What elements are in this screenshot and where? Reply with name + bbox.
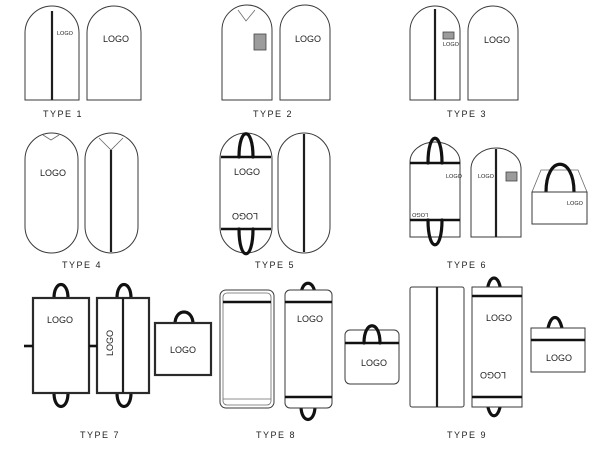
type7-folded-bag-handle [173, 310, 195, 326]
type3-back-bag [467, 5, 519, 101]
type5-top-handle [237, 132, 255, 159]
type8-front-logo: LOGO [297, 314, 323, 324]
type1-front-logo: LOGO [57, 31, 74, 37]
type3-logo-patch [442, 31, 455, 40]
type1-back-logo: LOGO [103, 34, 129, 44]
type8-open-bag-inner-border [222, 292, 272, 406]
type7-caption: TYPE 7 [80, 430, 120, 440]
type2-caption: TYPE 2 [253, 109, 293, 119]
type3-back-logo: LOGO [484, 35, 510, 45]
type2-v-neck-opening [237, 9, 256, 22]
type2-front-bag [221, 4, 273, 101]
type4-top-opening [42, 134, 60, 141]
type9-front-logo: LOGO [486, 313, 512, 323]
type9-group: LOGO LOGO LOGO TYPE 9 [409, 276, 586, 440]
type7-bag2-logo: LOGO [105, 330, 115, 356]
type8-folded-logo: LOGO [361, 358, 387, 368]
type5-caption: TYPE 5 [255, 260, 295, 270]
type3-group: LOGO LOGO TYPE 3 [409, 5, 519, 119]
type7-group: LOGO LOGO LOGO TYPE 7 [24, 282, 213, 440]
type6-front-bag [409, 141, 461, 238]
type9-front-bag [471, 286, 523, 408]
type9-folded-logo: LOGO [546, 353, 572, 363]
type5-inverted-logo: LOGO [232, 211, 258, 221]
type4-front-logo: LOGO [40, 168, 66, 178]
type6-back-logo: LOGO [478, 174, 495, 180]
type5-front-logo: LOGO [234, 167, 260, 177]
type2-back-logo: LOGO [295, 34, 321, 44]
type8-bottom-handle [299, 404, 317, 422]
type6-group: LOGO LOGO LOGO LOGO TYPE 6 [409, 136, 588, 270]
type7-folded-logo: LOGO [170, 345, 196, 355]
type6-bottom-handle [426, 218, 444, 247]
type1-back-bag [86, 5, 142, 101]
type2-group: LOGO TYPE 2 [221, 4, 331, 119]
type5-front-bag [219, 132, 273, 254]
type4-front-bag [24, 132, 79, 254]
type9-folded-bag [530, 327, 586, 373]
type4-caption: TYPE 4 [62, 260, 102, 270]
type6-top-handle [426, 136, 444, 165]
type7-bag2-top-handle [115, 282, 133, 300]
type3-front-logo: LOGO [443, 42, 460, 48]
type6-caption: TYPE 6 [447, 260, 487, 270]
type7-bag1 [31, 296, 91, 395]
type7-bag1-logo: LOGO [47, 315, 73, 325]
type6-folded-bag [531, 191, 588, 225]
type2-back-bag [279, 4, 331, 101]
type5-group: LOGO LOGO TYPE 5 [219, 132, 331, 270]
type8-open-bag [219, 289, 275, 409]
type2-clear-window [253, 33, 267, 51]
type3-caption: TYPE 3 [447, 109, 487, 119]
type6-folded-bag-handle [544, 162, 576, 194]
type8-caption: TYPE 8 [256, 430, 296, 440]
type6-front-logo: LOGO [446, 174, 463, 180]
type8-folded-bag-handle [362, 324, 382, 345]
type4-group: LOGO TYPE 4 [24, 132, 139, 270]
type8-group: LOGO LOGO TYPE 8 [219, 281, 400, 440]
type1-caption: TYPE 1 [43, 109, 83, 119]
type6-inverted-logo: LOGO [411, 211, 428, 217]
type9-caption: TYPE 9 [447, 430, 487, 440]
type7-bag1-bottom-handle [52, 391, 70, 409]
type1-group: LOGO LOGO TYPE 1 [24, 5, 142, 119]
type8-folded-bag [344, 329, 400, 385]
type9-inverted-logo: LOGO [480, 370, 506, 380]
type6-logo-patch [505, 171, 518, 182]
type5-bottom-handle [237, 227, 255, 256]
type6-folded-logo: LOGO [567, 201, 584, 207]
type7-bag1-top-handle [52, 282, 70, 300]
type6-folded-bag-gusset [531, 169, 588, 193]
type7-folded-bag [153, 321, 213, 377]
type7-bag2-bottom-handle [115, 391, 133, 409]
type8-front-bag [284, 289, 333, 409]
